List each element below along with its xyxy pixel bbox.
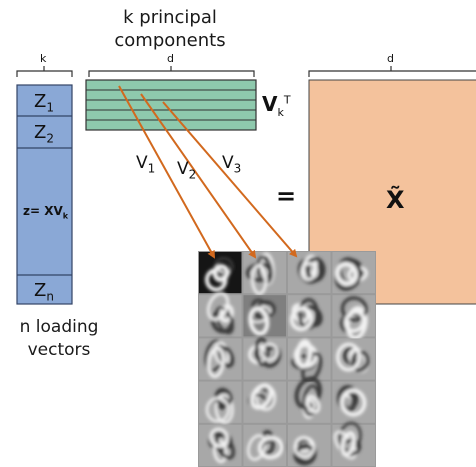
eigen-image	[288, 375, 331, 423]
z-formula-label: z= XVk	[23, 205, 68, 220]
eigen-image	[244, 425, 287, 466]
v2-label: V2	[177, 161, 196, 180]
eigen-image	[199, 382, 242, 423]
eigen-image	[333, 295, 376, 339]
v3-label: V3	[222, 155, 241, 174]
eigen-image	[244, 295, 287, 336]
eigen-image	[331, 421, 375, 466]
v1-label: V1	[136, 155, 155, 174]
eigen-image	[288, 252, 331, 293]
x-tilde-label: X̃	[386, 188, 405, 212]
eigen-image	[244, 382, 287, 423]
vk-transpose-label: VkT	[262, 94, 291, 118]
z-column	[17, 85, 72, 304]
d-dimension-label-right: d	[387, 53, 394, 64]
k-brace	[17, 66, 72, 77]
equals-sign: =	[276, 184, 296, 208]
loading-vectors-caption: n loading vectors	[4, 316, 114, 362]
eigen-image	[244, 252, 287, 294]
z1-label: Z1	[34, 93, 54, 114]
eigen-image	[288, 425, 331, 466]
eigen-image	[199, 425, 242, 466]
eigen-image	[333, 382, 376, 423]
eigen-image	[288, 295, 331, 336]
zn-label: Zn	[34, 282, 54, 303]
eigen-image	[332, 252, 375, 293]
d-dimension-label-top: d	[167, 53, 174, 64]
principal-components-title: k principal components	[100, 6, 240, 52]
eigen-image	[199, 338, 242, 379]
d-brace-top	[89, 66, 254, 77]
eigen-image	[333, 338, 376, 379]
d-brace-right	[309, 71, 476, 77]
eigen-image	[244, 338, 287, 379]
eigen-image	[199, 291, 242, 337]
z2-label: Z2	[34, 124, 54, 145]
eigenvector-image-grid	[198, 251, 376, 467]
eigen-image	[199, 252, 242, 293]
vk-transpose-block	[86, 80, 256, 130]
k-dimension-label: k	[40, 53, 46, 64]
